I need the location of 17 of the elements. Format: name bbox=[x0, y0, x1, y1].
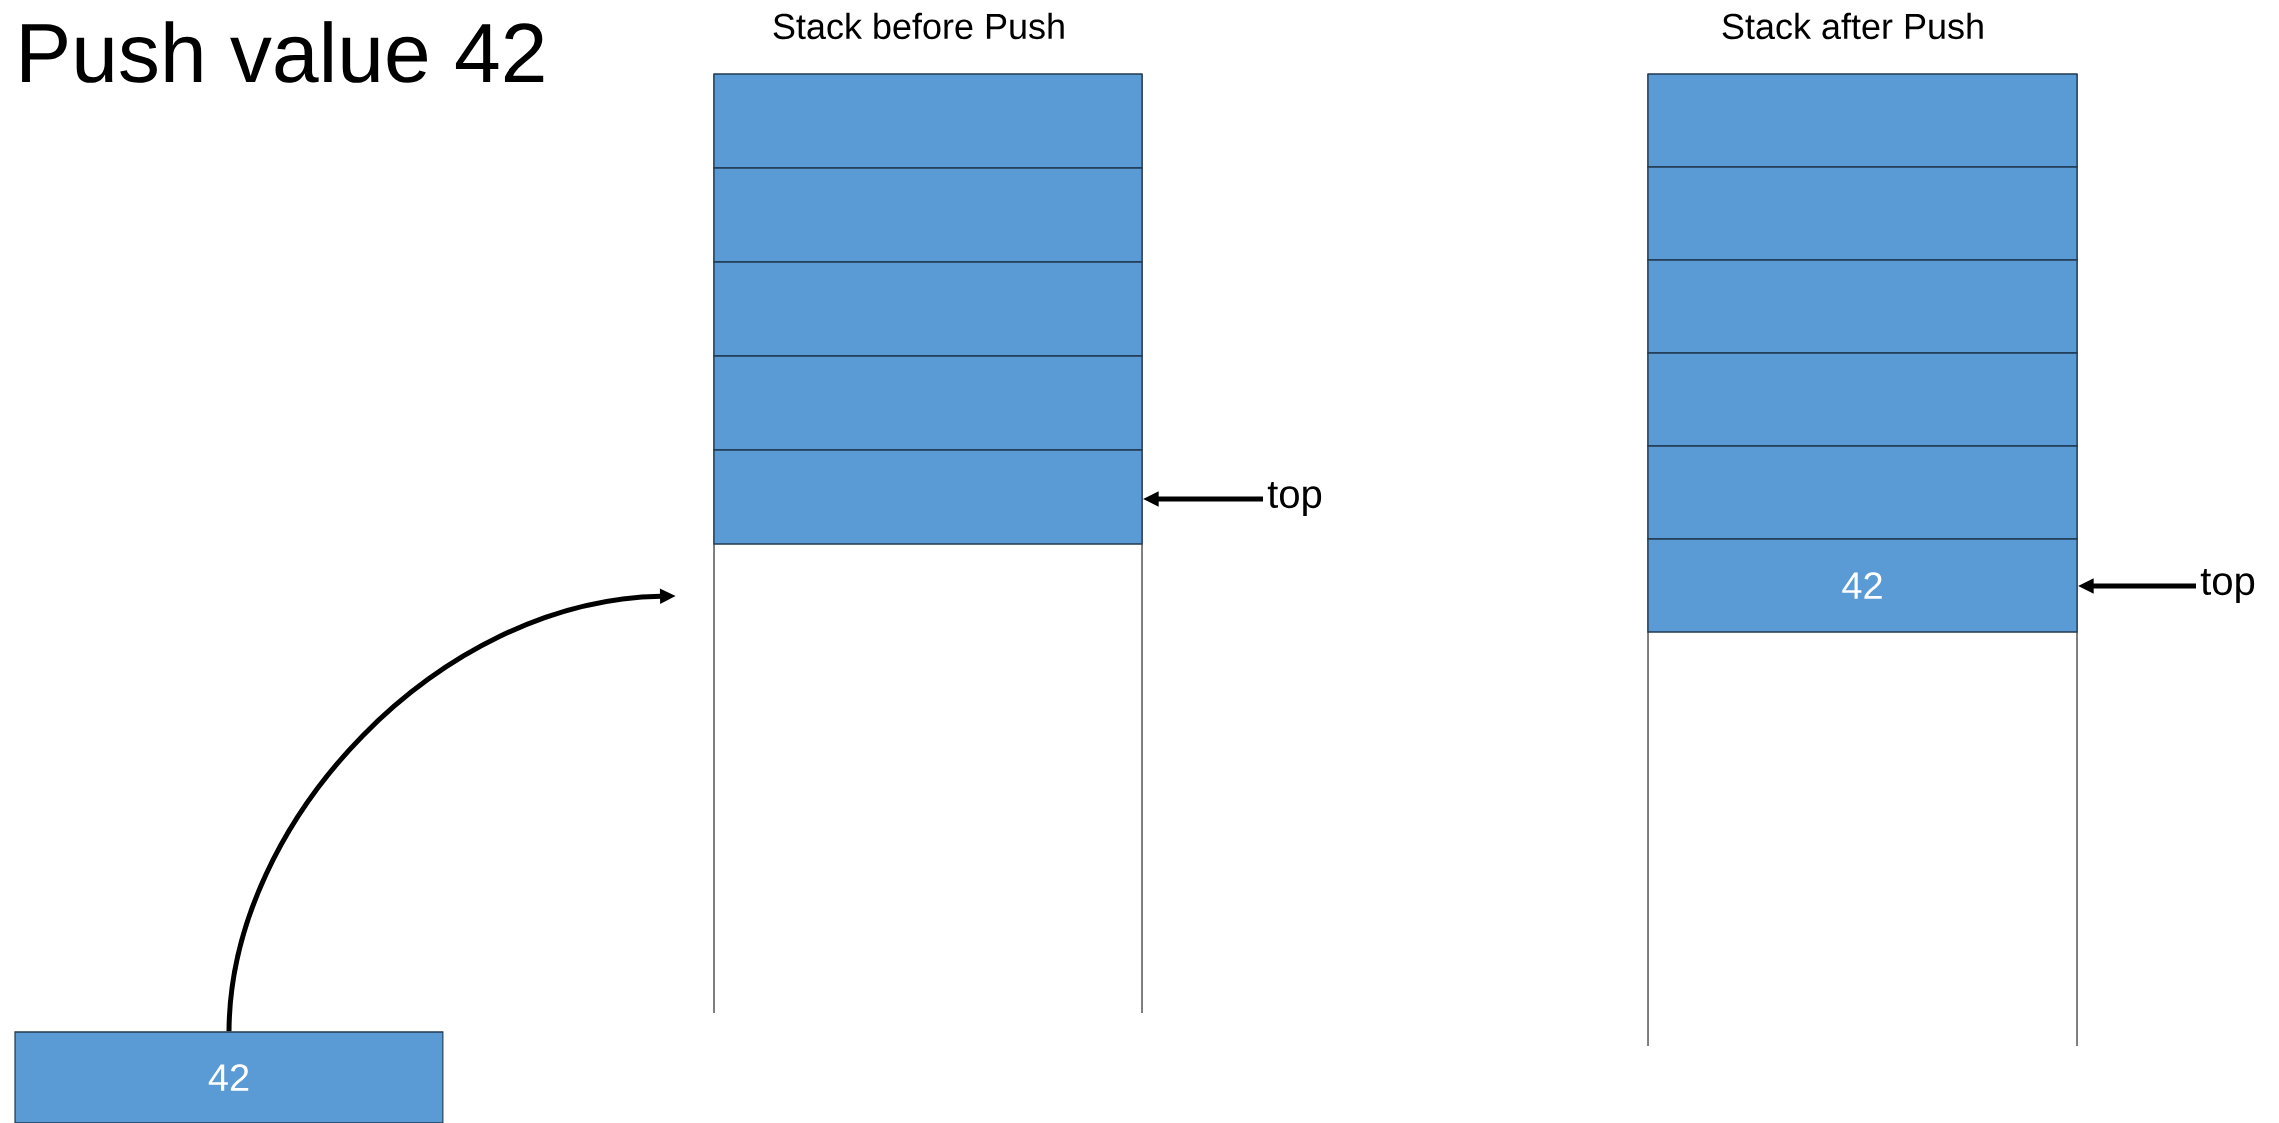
pointer-label: top bbox=[1267, 481, 1322, 517]
stack-cell bbox=[713, 261, 1143, 357]
pointer-label: top bbox=[2200, 568, 2255, 604]
value-box: 42 bbox=[14, 1031, 444, 1123]
stack-cell bbox=[1647, 73, 2078, 168]
stack-cell bbox=[713, 355, 1143, 451]
stack-cell bbox=[1647, 352, 2078, 447]
stack-cell bbox=[1647, 445, 2078, 540]
stack-cell bbox=[713, 73, 1143, 169]
title: Push value 42 bbox=[22, 21, 544, 83]
stack-cell: 42 bbox=[1647, 538, 2078, 633]
stack-cell bbox=[1647, 166, 2078, 261]
stack-cell bbox=[713, 449, 1143, 545]
stack-cell bbox=[713, 167, 1143, 263]
stack-heading: Stack before Push bbox=[773, 12, 1064, 40]
stack-cell bbox=[1647, 259, 2078, 354]
stack-heading: Stack after Push bbox=[1722, 12, 1983, 40]
